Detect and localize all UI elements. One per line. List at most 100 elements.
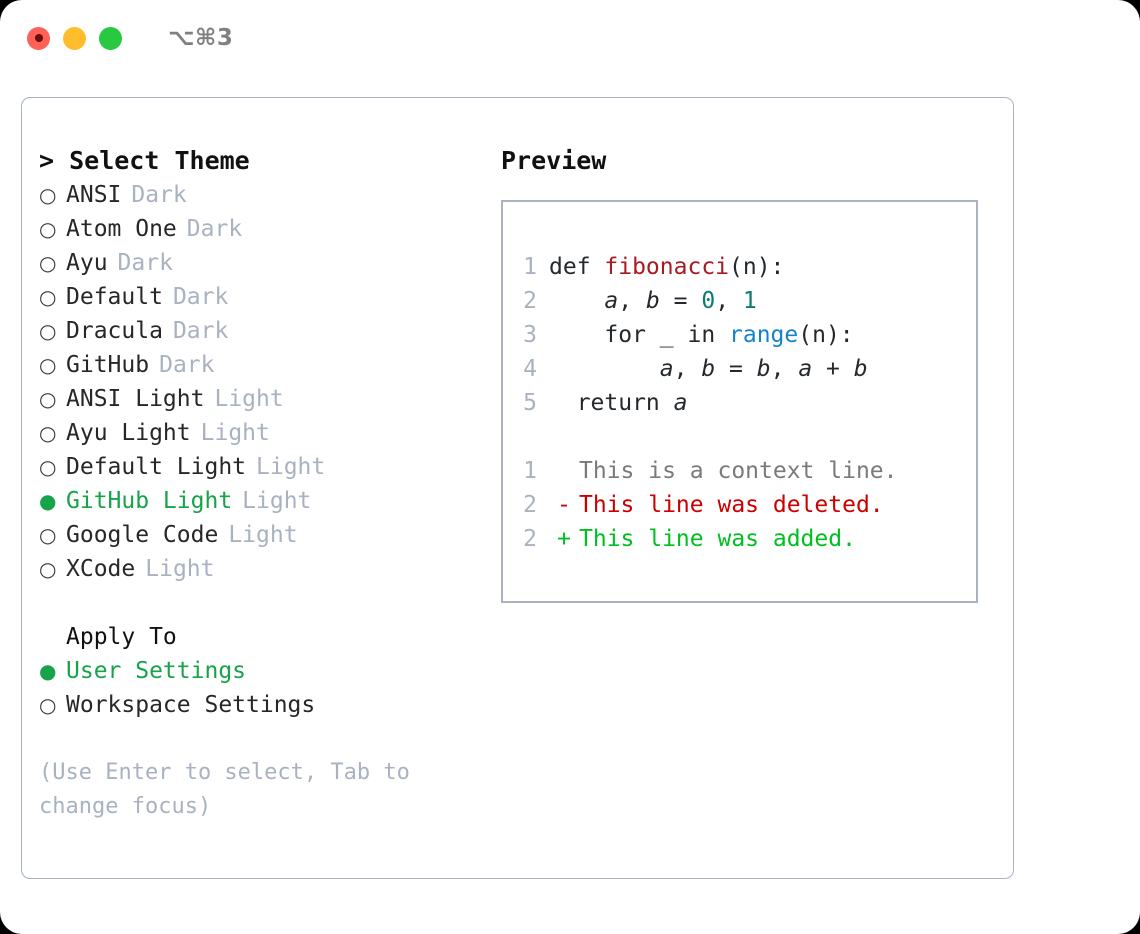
code-token-num: 0	[701, 288, 716, 314]
theme-option-variant: Dark	[172, 284, 229, 310]
code-token-def: def	[549, 254, 605, 280]
code-line-number: 3	[523, 322, 537, 348]
code-token-var: a	[604, 288, 619, 314]
theme-option-label: Ayu Light	[66, 420, 191, 446]
minimize-button[interactable]	[63, 26, 86, 50]
diff-line-del: 2-This line was deleted.	[503, 488, 976, 522]
theme-option-github[interactable]: ○ GitHub Dark	[39, 348, 499, 382]
diff-line-text: This line was deleted.	[579, 492, 884, 518]
close-button[interactable]	[27, 26, 50, 50]
radio-selected-icon: ●	[39, 489, 57, 513]
theme-option-label: ANSI	[66, 182, 122, 208]
theme-option-label: Dracula	[66, 318, 163, 344]
traffic-lights	[27, 26, 122, 50]
code-line-number: 5	[523, 390, 537, 416]
diff-marker-icon: +	[557, 526, 571, 552]
code-token-var: a	[798, 356, 813, 382]
recording-dot-icon	[34, 34, 43, 42]
code-line: 4 a, b = b, a + b	[503, 352, 976, 386]
code-line-number: 4	[523, 356, 537, 382]
maximize-button[interactable]	[99, 26, 122, 50]
radio-unselected-icon: ○	[39, 183, 57, 207]
code-line-content: return a	[549, 386, 688, 420]
preview-heading: Preview	[501, 146, 607, 175]
code-token-punc: =	[715, 356, 757, 382]
code-token-fn: fibonacci	[604, 254, 730, 280]
code-token-var: b	[701, 356, 716, 382]
theme-option-label: XCode	[66, 556, 136, 582]
theme-option-ansi[interactable]: ○ ANSI Dark	[39, 178, 499, 212]
code-token-num: 1	[742, 288, 757, 314]
theme-option-variant: Light	[214, 386, 284, 412]
theme-option-variant: Light	[200, 420, 270, 446]
apply-to-option-label: Workspace Settings	[66, 692, 316, 718]
diff-line-number: 2	[523, 492, 537, 518]
theme-option-label: Default Light	[66, 454, 247, 480]
code-token-punc: +	[812, 356, 854, 382]
theme-option-variant: Light	[242, 488, 312, 514]
theme-option-github-light[interactable]: ● GitHub Light Light	[39, 484, 499, 518]
code-line-content: a, b = 0, 1	[549, 284, 757, 318]
keyboard-hint-text: (Use Enter to select, Tab to change focu…	[39, 760, 410, 819]
code-token-punc: (n):	[798, 322, 854, 348]
radio-unselected-icon: ○	[39, 557, 57, 581]
theme-option-label: Default	[66, 284, 163, 310]
theme-option-default[interactable]: ○ Default Dark	[39, 280, 499, 314]
code-token-punc: ,	[715, 288, 743, 314]
code-token-var: b	[756, 356, 771, 382]
diff-marker-icon	[549, 454, 579, 488]
select-theme-heading: > Select Theme	[39, 146, 250, 175]
radio-unselected-icon: ○	[39, 319, 57, 343]
theme-option-variant: Dark	[159, 352, 215, 378]
apply-to-option-user-settings[interactable]: ● User Settings	[39, 654, 499, 688]
theme-option-label: Atom One	[66, 216, 177, 242]
title-bar: ⌥⌘3	[0, 0, 1140, 76]
diff-line-add: 2+This line was added.	[503, 522, 976, 556]
apply-to-option-list[interactable]: ● User Settings ○Workspace Settings	[39, 654, 499, 722]
apply-to-heading: Apply To	[66, 624, 177, 650]
code-token-punc	[549, 288, 604, 314]
radio-unselected-icon: ○	[39, 251, 57, 275]
theme-option-atom-one[interactable]: ○ Atom One Dark	[39, 212, 499, 246]
code-token-punc: ,	[770, 356, 799, 382]
theme-option-variant: Dark	[186, 216, 243, 242]
apply-to-option-workspace-settings[interactable]: ○Workspace Settings	[39, 688, 499, 722]
code-token-var: a	[659, 356, 674, 382]
radio-unselected-icon: ○	[39, 217, 57, 241]
code-line: 3 for _ in range(n):	[503, 318, 976, 352]
theme-option-label: Ayu	[66, 250, 108, 276]
code-line-content: def fibonacci(n):	[549, 250, 784, 284]
code-token-punc: =	[659, 288, 702, 314]
theme-option-variant: Dark	[131, 182, 187, 208]
radio-unselected-icon: ○	[39, 285, 57, 309]
theme-option-label: GitHub	[66, 352, 150, 378]
diff-line-ctx: 1 This is a context line.	[503, 454, 976, 488]
code-token-punc: ,	[618, 288, 646, 314]
radio-unselected-icon: ○	[39, 353, 57, 377]
code-token-var: b	[645, 288, 660, 314]
theme-option-variant: Light	[228, 522, 298, 548]
radio-selected-icon: ●	[39, 659, 57, 683]
code-line-content: a, b = b, a + b	[549, 352, 868, 386]
code-token-var: a	[673, 390, 688, 416]
theme-option-label: GitHub Light	[66, 488, 233, 514]
diff-line-number: 2	[523, 526, 537, 552]
diff-line-text: This is a context line.	[579, 458, 898, 484]
code-token-punc: ,	[673, 356, 702, 382]
code-token-var: b	[853, 356, 868, 382]
apply-to-option-label: User Settings	[66, 658, 247, 684]
